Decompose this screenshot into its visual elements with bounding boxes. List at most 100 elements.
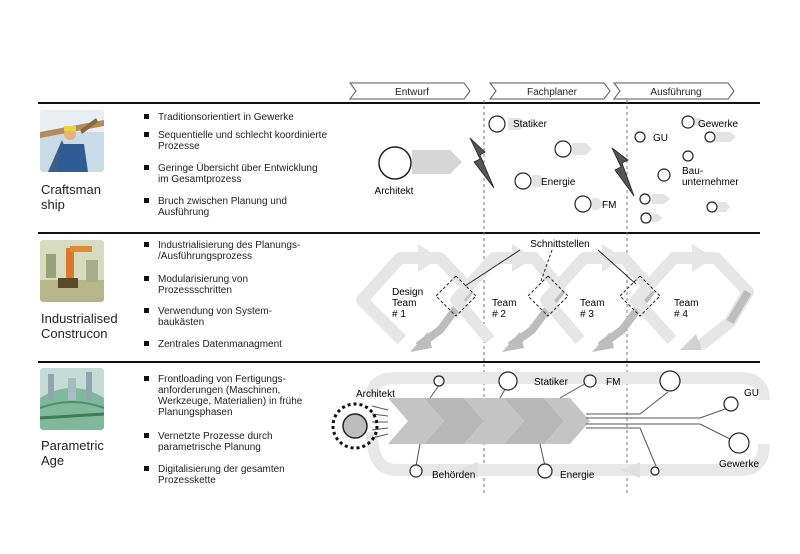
phase-chevron-fachplaner	[489, 82, 611, 100]
gray-arrow	[572, 143, 592, 155]
bullet-item: Verwendung von System- baukästen	[144, 306, 364, 328]
label-team-3b: # 3	[580, 309, 594, 320]
label-gu: GU	[653, 133, 668, 144]
gray-arrow	[412, 150, 462, 174]
label-architekt: Architekt	[375, 186, 414, 197]
chevron-arrow	[424, 398, 484, 444]
node-architekt-ring	[331, 402, 379, 450]
connection-line	[559, 381, 589, 399]
phase-chevron-ausfuehrung	[613, 82, 735, 100]
label-statiker: Statiker	[534, 377, 569, 388]
label-team-1b: Team	[392, 298, 416, 309]
node-small	[650, 466, 660, 476]
node-energie	[537, 463, 553, 479]
lightning-icon	[611, 147, 635, 197]
node-small	[640, 212, 652, 224]
label-schnittstellen: Schnittstellen	[530, 239, 589, 250]
bullet-item: Traditionsorientiert in Gewerke	[144, 112, 364, 123]
connection-line	[371, 405, 389, 411]
chevron-arrow	[388, 398, 444, 444]
loop-arrowhead	[458, 462, 478, 478]
bullet-item: Digitalisierung der gesamten Prozesskett…	[144, 464, 364, 486]
connection-line	[586, 391, 669, 415]
pointer-line	[464, 249, 521, 287]
gray-arrow	[652, 214, 662, 222]
node-gewerke	[728, 432, 750, 454]
pointer-line	[597, 249, 637, 285]
team-loop	[356, 252, 475, 345]
row-title-industrialised: Industrialised Construcon	[41, 311, 118, 341]
connection-line	[415, 443, 421, 467]
node-bauunternehmer	[657, 168, 671, 182]
node-small	[682, 150, 694, 162]
interface-marker	[435, 275, 477, 317]
gray-arrow	[694, 118, 704, 126]
label-fm: FM	[602, 200, 616, 211]
bullet-item: Sequentielle und schlecht koordinierte P…	[144, 130, 364, 152]
label-team-3a: Team	[580, 298, 604, 309]
loop-arrowhead	[602, 244, 624, 272]
bullet-item: Modularisierung von Prozessschritten	[144, 274, 364, 296]
phase-label-ausfuehrung: Ausführung	[650, 87, 701, 98]
node-fm	[574, 195, 592, 213]
bullet-item: Vernetzte Prozesse durch parametrische P…	[144, 431, 364, 453]
connection-line	[539, 443, 546, 467]
label-team-4b: # 4	[674, 309, 688, 320]
gray-arrow	[532, 175, 546, 187]
team-loop	[450, 252, 567, 344]
connection-line	[586, 407, 729, 419]
bullet-item: Zentrales Datenmanagment	[144, 339, 364, 350]
label-team-4a: Team	[674, 298, 698, 309]
interface-marker	[619, 275, 661, 317]
row-divider-top	[38, 102, 760, 104]
connection-line	[371, 433, 389, 439]
industrial-photo	[40, 240, 104, 302]
bullet-item: Geringe Übersicht über Entwicklung im Ge…	[144, 163, 364, 185]
label-team-1a: Design	[392, 287, 423, 298]
connection-line	[371, 413, 389, 417]
team-loop	[540, 252, 657, 344]
label-gewerke: Gewerke	[719, 459, 759, 470]
label-behoerden: Behörden	[432, 470, 475, 481]
chevron-arrow	[544, 398, 590, 444]
node-gu	[723, 396, 739, 412]
node-small	[433, 375, 445, 387]
bullet-item: Industrialisierung des Planungs- /Ausfüh…	[144, 240, 364, 262]
gray-arrow	[716, 132, 736, 142]
node-unnamed	[554, 140, 572, 158]
connection-line	[586, 427, 657, 467]
label-team-1c: # 1	[392, 309, 406, 320]
row-divider-1	[38, 232, 760, 234]
node-architekt	[342, 413, 368, 439]
chevron-arrow	[504, 398, 564, 444]
label-team-2b: # 2	[492, 309, 506, 320]
label-gu: GU	[744, 388, 759, 399]
gray-arrow	[508, 118, 526, 130]
industrial-diagram: Schnittstellen Design Team # 1 Team # 2 …	[356, 239, 754, 352]
craftsman-photo	[40, 110, 104, 172]
gray-arrow	[592, 198, 604, 210]
connection-line	[371, 427, 389, 431]
node-statiker	[498, 371, 518, 391]
loop-arrowhead	[620, 462, 640, 478]
loop-arrowhead	[680, 334, 702, 350]
label-team-2a: Team	[492, 298, 516, 309]
interface-marker	[527, 275, 569, 317]
loop-arrowhead	[418, 244, 440, 272]
craftsman-diagram: Architekt Statiker Energie FM GU Gewerke…	[375, 115, 739, 224]
gray-arrow	[718, 202, 730, 212]
label-energie: Energie	[560, 470, 595, 481]
label-fm: FM	[606, 377, 620, 388]
phase-chevron-entwurf	[349, 82, 471, 100]
node-small	[704, 131, 716, 143]
node-small	[639, 193, 651, 205]
label-bau-2: unternehmer	[682, 177, 739, 188]
node-behoerden	[409, 464, 423, 478]
gray-arrow	[652, 194, 670, 204]
connection-line	[586, 423, 733, 441]
label-statiker: Statiker	[513, 119, 548, 130]
label-bau-1: Bau-	[682, 166, 703, 177]
parametric-diagram: Architekt Statiker FM GU Gewerke Energie…	[331, 370, 770, 481]
background-loop	[366, 372, 770, 401]
